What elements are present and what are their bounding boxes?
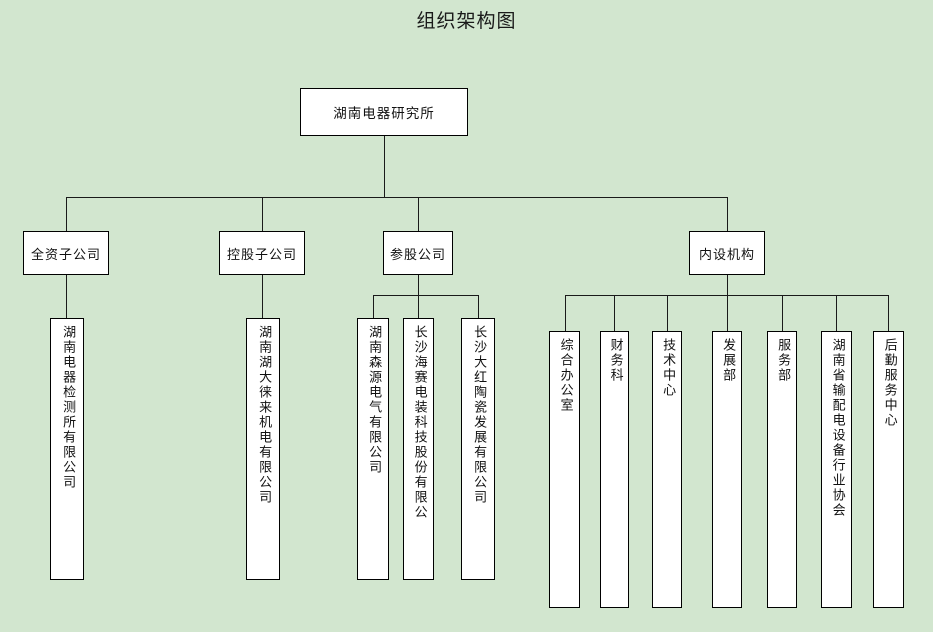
org-node-subsidiary-1[interactable]: 湖南电器检测所有限公司 <box>50 318 84 580</box>
org-node-internal-label: 内设机构 <box>698 247 755 263</box>
org-node-equity-company-2-label: 长沙海赛电装科技股份有限公 <box>411 325 427 520</box>
org-node-department-7-label: 后勤服务中心 <box>881 338 897 428</box>
connector-drop-dept-1 <box>565 295 566 331</box>
connector-drop-wholly-owned <box>66 197 67 231</box>
org-node-department-2[interactable]: 财务科 <box>600 331 629 608</box>
org-node-department-7[interactable]: 后勤服务中心 <box>873 331 904 608</box>
org-node-subsidiary-2[interactable]: 湖南湖大徕来机电有限公司 <box>246 318 280 580</box>
org-node-equity-company-1-label: 湖南森源电气有限公司 <box>366 325 382 475</box>
connector-equity-bus <box>373 295 479 296</box>
connector-internal-stem <box>727 275 728 295</box>
org-node-holding[interactable]: 控股子公司 <box>219 231 305 275</box>
org-node-subsidiary-1-label: 湖南电器检测所有限公司 <box>60 325 76 490</box>
connector-drop-internal <box>727 197 728 231</box>
org-node-department-4[interactable]: 发展部 <box>712 331 742 608</box>
org-node-equity-company-3[interactable]: 长沙大红陶瓷发展有限公司 <box>461 318 495 580</box>
connector-wholly-owned-to-leaf <box>66 275 67 318</box>
connector-drop-dept-2 <box>614 295 615 331</box>
org-node-equity-company-1[interactable]: 湖南森源电气有限公司 <box>357 318 389 580</box>
connector-drop-equity-1 <box>373 295 374 318</box>
org-node-department-3-label: 技术中心 <box>660 338 676 398</box>
org-node-department-6-label: 湖南省输配电设备行业协会 <box>829 338 845 518</box>
org-node-internal[interactable]: 内设机构 <box>689 231 765 275</box>
connector-drop-equity-2 <box>418 295 419 318</box>
org-node-wholly-owned-label: 全资子公司 <box>30 247 101 263</box>
org-node-root[interactable]: 湖南电器研究所 <box>300 88 468 136</box>
connector-level2-bus <box>66 197 728 198</box>
org-node-department-5-label: 服务部 <box>775 338 791 383</box>
org-node-wholly-owned[interactable]: 全资子公司 <box>23 231 109 275</box>
org-node-equity-label: 参股公司 <box>389 247 446 263</box>
connector-equity-stem <box>418 275 419 295</box>
connector-drop-equity-3 <box>478 295 479 318</box>
org-node-equity-company-3-label: 长沙大红陶瓷发展有限公司 <box>471 325 487 505</box>
connector-holding-to-leaf <box>262 275 263 318</box>
connector-drop-dept-6 <box>836 295 837 331</box>
page-title: 组织架构图 <box>416 10 517 32</box>
org-node-department-3[interactable]: 技术中心 <box>652 331 682 608</box>
connector-drop-equity <box>418 197 419 231</box>
org-node-equity-company-2[interactable]: 长沙海赛电装科技股份有限公 <box>403 318 434 580</box>
connector-root-stem <box>384 136 385 197</box>
org-node-department-1-label: 综合办公室 <box>557 338 573 413</box>
org-node-equity[interactable]: 参股公司 <box>383 231 453 275</box>
org-node-root-label: 湖南电器研究所 <box>333 106 435 122</box>
org-node-department-6[interactable]: 湖南省输配电设备行业协会 <box>821 331 852 608</box>
org-node-department-1[interactable]: 综合办公室 <box>549 331 580 608</box>
org-node-department-4-label: 发展部 <box>720 338 736 383</box>
connector-drop-dept-3 <box>667 295 668 331</box>
org-node-department-2-label: 财务科 <box>607 338 623 383</box>
connector-drop-dept-7 <box>888 295 889 331</box>
org-node-department-5[interactable]: 服务部 <box>767 331 797 608</box>
org-node-subsidiary-2-label: 湖南湖大徕来机电有限公司 <box>256 325 272 505</box>
connector-drop-dept-5 <box>782 295 783 331</box>
connector-drop-holding <box>262 197 263 231</box>
connector-drop-dept-4 <box>727 295 728 331</box>
org-node-holding-label: 控股子公司 <box>226 247 297 263</box>
